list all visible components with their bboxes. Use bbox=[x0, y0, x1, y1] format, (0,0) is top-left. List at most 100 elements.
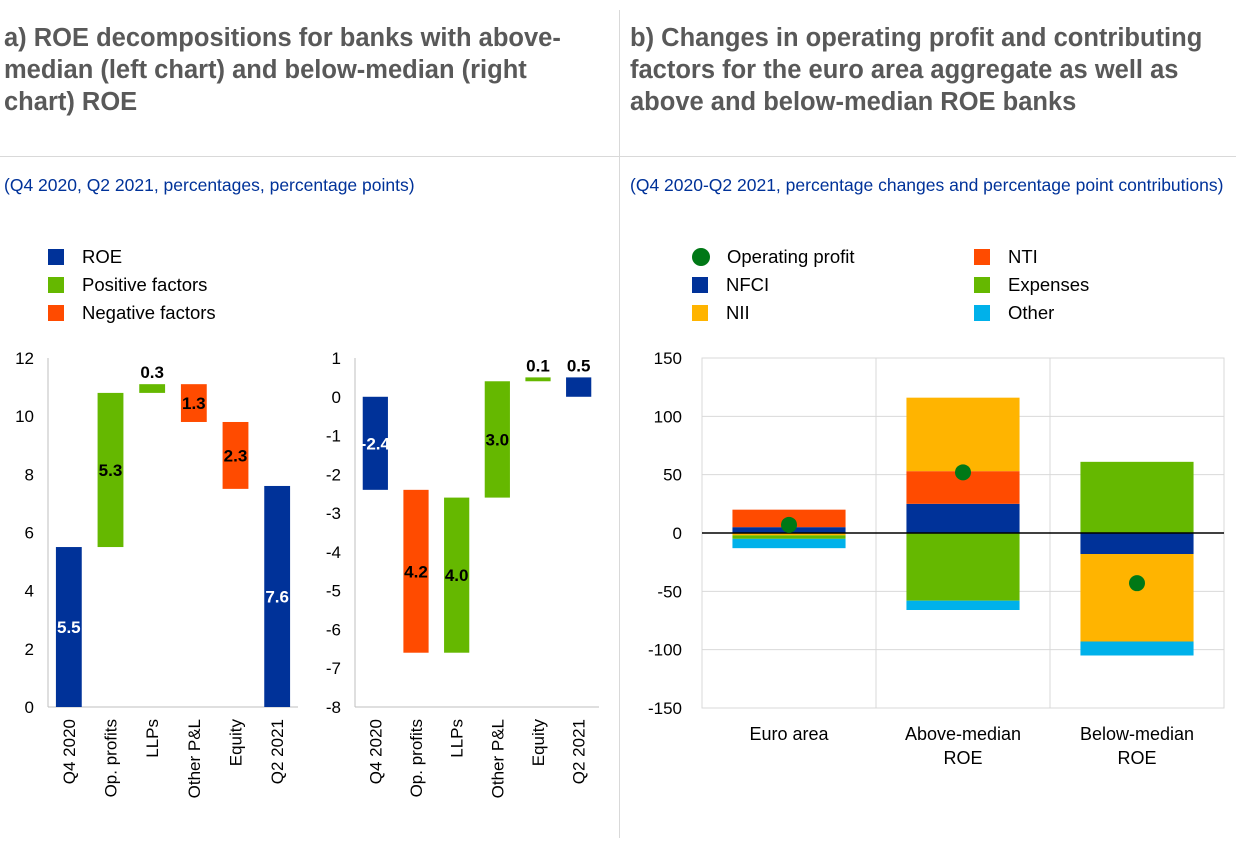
data-label: 0.3 bbox=[140, 363, 164, 382]
waterfall-bar bbox=[264, 485, 291, 707]
x-tick-label: Equity bbox=[529, 719, 548, 767]
legend-item-nti: NTI bbox=[974, 245, 1038, 269]
legend-swatch-nii bbox=[692, 305, 708, 321]
data-label: 3.0 bbox=[486, 430, 510, 449]
y-tick-label: 0 bbox=[673, 524, 682, 543]
legend-swatch-positive bbox=[48, 277, 64, 293]
x-tick-label: Above-median bbox=[905, 724, 1021, 744]
x-tick-label: Q4 2020 bbox=[366, 719, 385, 784]
data-label: 1.3 bbox=[182, 394, 206, 413]
data-label: 4.0 bbox=[445, 566, 469, 585]
waterfall-bar bbox=[222, 421, 249, 489]
waterfall-bar bbox=[484, 381, 510, 498]
legend-item-positive-factors: Positive factors bbox=[48, 273, 207, 297]
legend-label: Negative factors bbox=[82, 302, 216, 323]
legend-label: Other bbox=[1008, 302, 1055, 323]
y-tick-label: 50 bbox=[663, 466, 682, 485]
waterfall-bar bbox=[444, 497, 470, 653]
stacked-segment bbox=[906, 533, 1020, 601]
operating-profit-point bbox=[1129, 575, 1145, 592]
legend-label: NTI bbox=[1008, 246, 1038, 267]
x-tick-label: LLPs bbox=[448, 719, 467, 758]
legend-item-other: Other bbox=[974, 301, 1054, 325]
legend-swatch-roe bbox=[48, 249, 64, 265]
y-tick-label: -150 bbox=[648, 699, 682, 718]
legend-item-roe: ROE bbox=[48, 245, 122, 269]
legend-item-negative-factors: Negative factors bbox=[48, 301, 216, 325]
waterfall-bar bbox=[403, 489, 429, 653]
x-tick-label: Q4 2020 bbox=[60, 719, 79, 784]
data-label: 2.3 bbox=[224, 446, 248, 465]
legend-item-operating-profit: Operating profit bbox=[692, 245, 855, 269]
x-tick-label: Equity bbox=[227, 719, 246, 767]
y-tick-label: 0 bbox=[25, 698, 34, 717]
waterfall-bar bbox=[180, 384, 207, 422]
stacked-segment bbox=[1080, 533, 1194, 554]
legend-label: NII bbox=[726, 302, 750, 323]
legend-item-nfci: NFCI bbox=[692, 273, 769, 297]
panel-b-title: b) Changes in operating profit and contr… bbox=[630, 24, 1203, 116]
y-tick-label: -6 bbox=[326, 620, 341, 639]
legend-swatch-nti bbox=[974, 249, 990, 265]
y-tick-label: 10 bbox=[15, 407, 34, 426]
panel-b-subtitle: (Q4 2020-Q2 2021, percentage changes and… bbox=[630, 175, 1224, 195]
y-tick-label: 4 bbox=[25, 582, 34, 601]
x-tick-label: Q2 2021 bbox=[570, 719, 589, 784]
data-label: -2.4 bbox=[361, 434, 391, 453]
panel-a-title: a) ROE decompositions for banks with abo… bbox=[4, 24, 561, 116]
x-tick-label: Below-median bbox=[1080, 724, 1194, 744]
panel-a-title-rule bbox=[0, 156, 619, 157]
stacked-segment bbox=[1080, 641, 1194, 656]
y-tick-label: 0 bbox=[332, 388, 341, 407]
stacked-segment bbox=[732, 535, 846, 539]
legend-label: Expenses bbox=[1008, 274, 1090, 295]
y-tick-label: -100 bbox=[648, 641, 682, 660]
legend-swatch-negative bbox=[48, 305, 64, 321]
data-label: 5.5 bbox=[57, 618, 81, 637]
x-tick-label: Other P&L bbox=[488, 719, 507, 798]
stacked-segment bbox=[732, 538, 846, 549]
operating-profit-point bbox=[955, 464, 971, 481]
operating-profit-point bbox=[781, 516, 797, 533]
x-tick-label: Op. profits bbox=[407, 719, 426, 797]
stacked-segment bbox=[906, 503, 1020, 533]
legend-swatch-nfci bbox=[692, 277, 708, 293]
waterfall-bar bbox=[525, 377, 551, 382]
data-label: 0.5 bbox=[567, 356, 591, 375]
y-tick-label: 8 bbox=[25, 465, 34, 484]
y-tick-label: -8 bbox=[326, 698, 341, 717]
y-tick-label: -50 bbox=[657, 582, 682, 601]
y-tick-label: -4 bbox=[326, 543, 341, 562]
y-tick-label: -5 bbox=[326, 582, 341, 601]
y-tick-label: -1 bbox=[326, 427, 341, 446]
y-tick-label: 1 bbox=[332, 349, 341, 368]
stacked-segment bbox=[906, 600, 1020, 610]
legend-item-nii: NII bbox=[692, 301, 750, 325]
stacked-segment bbox=[1080, 554, 1194, 642]
data-label: 7.6 bbox=[265, 587, 289, 606]
y-tick-label: -7 bbox=[326, 659, 341, 678]
y-tick-label: 150 bbox=[654, 349, 682, 368]
y-tick-label: 100 bbox=[654, 407, 682, 426]
data-label: 5.3 bbox=[99, 461, 123, 480]
waterfall-bar bbox=[139, 384, 166, 393]
x-tick-label: LLPs bbox=[143, 719, 162, 758]
panel-divider bbox=[619, 10, 620, 838]
legend-label: ROE bbox=[82, 246, 123, 267]
y-tick-label: 12 bbox=[15, 349, 34, 368]
x-tick-label: Euro area bbox=[749, 724, 829, 744]
waterfall-bar bbox=[55, 547, 82, 707]
y-tick-label: 2 bbox=[25, 640, 34, 659]
legend-label: NFCI bbox=[726, 274, 770, 295]
panel-b-title-rule bbox=[620, 156, 1236, 157]
legend-swatch-expenses bbox=[974, 277, 990, 293]
waterfall-bar bbox=[97, 392, 124, 548]
legend-swatch-other bbox=[974, 305, 990, 321]
legend-dot-operating-profit bbox=[692, 248, 710, 266]
legend-item-expenses: Expenses bbox=[974, 273, 1089, 297]
x-tick-label: Op. profits bbox=[102, 719, 121, 797]
x-tick-label: ROE bbox=[943, 748, 982, 768]
